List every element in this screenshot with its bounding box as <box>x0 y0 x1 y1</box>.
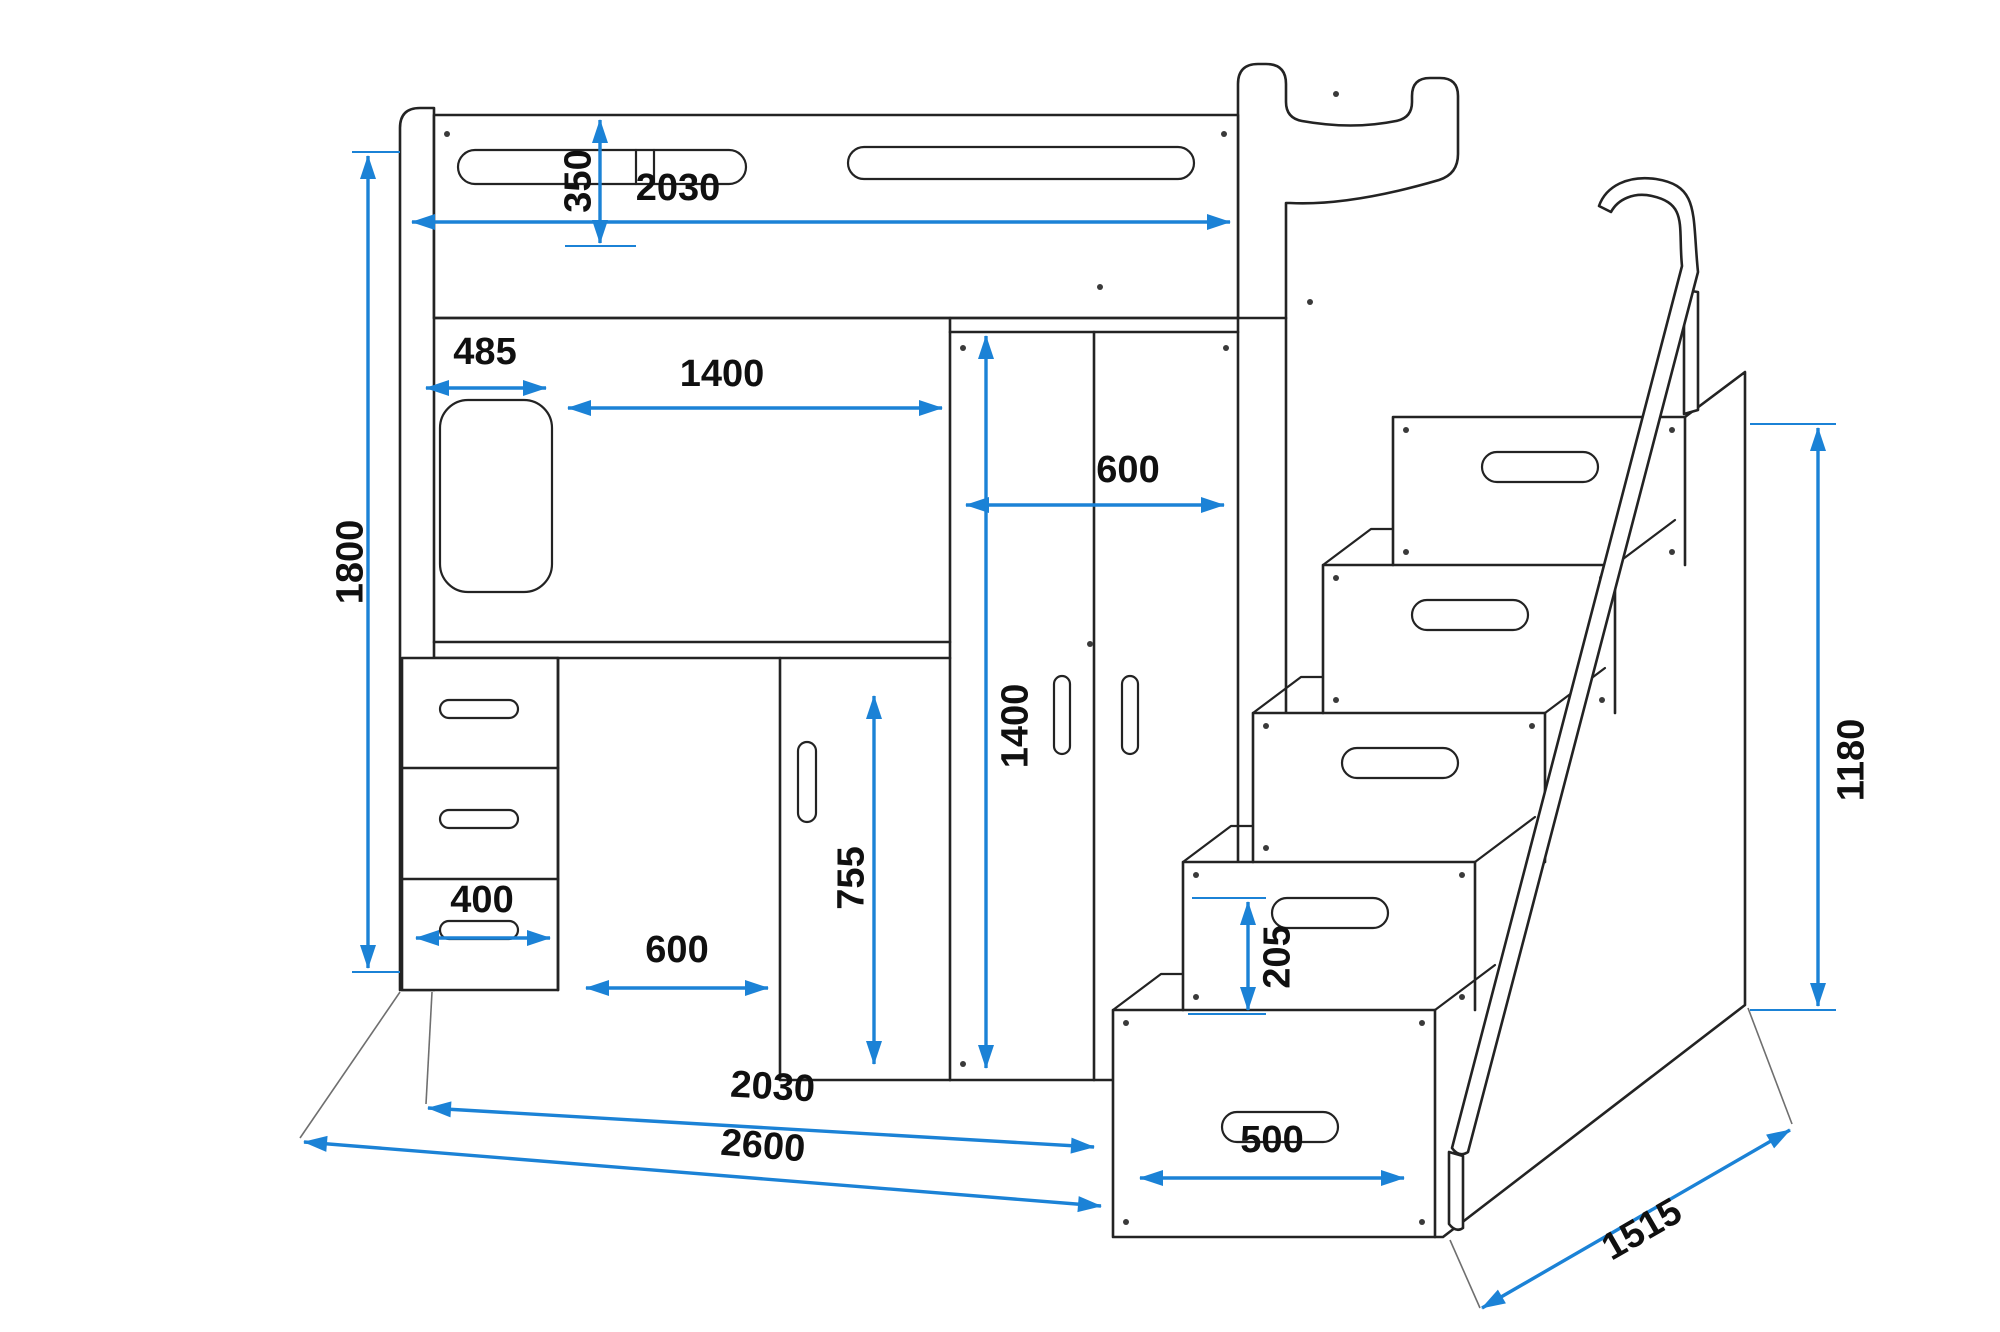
dim-total-height: 1800 <box>329 151 400 973</box>
dim-staircase-height-label: 1180 <box>1830 719 1872 801</box>
dim-under-desk-clearance: 755 <box>830 695 882 1065</box>
dim-desk-width: 1400 <box>567 353 943 416</box>
drawer-handle-1 <box>438 698 520 720</box>
dim-total-height-label: 1800 <box>329 520 371 605</box>
drawer-handle-2 <box>438 808 520 830</box>
dim-head-shelf-depth: 485 <box>425 331 547 396</box>
dim-wardrobe-height-label: 1400 <box>994 684 1036 769</box>
dim-guard-rail-height: 350 <box>557 119 636 247</box>
projection-depth-back <box>1747 1007 1793 1125</box>
guard-rail-slot-right <box>846 145 1196 181</box>
step1-depth-line <box>1433 963 1497 1012</box>
step2-depth-line <box>1473 815 1537 864</box>
projection-base-left <box>425 991 433 1105</box>
drawer-unit-body <box>400 656 560 992</box>
dim-step-rise: 205 <box>1188 897 1298 1015</box>
step2-handle <box>1270 896 1390 930</box>
handrail <box>1447 176 1700 1232</box>
dim-desk-width-label: 1400 <box>680 353 765 395</box>
dim-bed-length: 2030 <box>411 167 1231 230</box>
desk-cabinet <box>556 656 952 1082</box>
drawer-unit <box>400 656 560 992</box>
bed-front-rail <box>432 113 1240 320</box>
projection-lines <box>299 991 1793 1309</box>
dim-wardrobe-height: 1400 <box>978 335 1036 1069</box>
step4-handle <box>1410 598 1530 632</box>
step3-tread-sliver <box>1251 675 1325 715</box>
staircase-silhouette <box>1111 370 1747 1239</box>
staircase <box>1111 370 1747 1239</box>
dim-guard-rail-height-label: 350 <box>557 149 599 212</box>
step1-tread-sliver <box>1111 972 1185 1012</box>
dim-base-length-label: 2030 <box>729 1064 816 1111</box>
dim-staircase-height: 1180 <box>1750 423 1872 1011</box>
dim-wardrobe-width-label: 600 <box>1096 449 1159 491</box>
dim-step-rise-label: 205 <box>1256 925 1298 988</box>
projection-depth-front <box>1449 1239 1481 1309</box>
desk-hutch <box>432 398 952 660</box>
wardrobe-handle-right <box>1120 674 1140 756</box>
handrail-bottom-post <box>1447 1150 1465 1232</box>
cabinet-door-handle <box>796 740 818 824</box>
dim-bed-length-label: 2030 <box>636 167 721 209</box>
dim-kneehole-width: 600 <box>585 929 769 996</box>
dim-drawer-unit-width-label: 400 <box>450 879 513 921</box>
dim-overall-length-label: 2600 <box>719 1122 807 1171</box>
step2-tread-sliver <box>1181 824 1255 864</box>
dim-kneehole-width-label: 600 <box>645 929 708 971</box>
dim-drawer-unit-width: 400 <box>415 879 551 946</box>
step4-tread-sliver <box>1321 527 1395 567</box>
step3-handle <box>1340 746 1460 780</box>
dim-overall-length: 2600 <box>303 1122 1102 1213</box>
headboard-panel <box>1236 62 1460 320</box>
projection-overall-left <box>299 991 401 1139</box>
fitting-dots-steps <box>1123 427 1675 1225</box>
side-cutout-opening <box>438 398 554 594</box>
step4-depth-line <box>1613 518 1677 567</box>
wardrobe-handle-left <box>1052 674 1072 756</box>
handrail-rail <box>1450 176 1700 1156</box>
step1-handle <box>1220 1110 1340 1144</box>
dim-under-desk-clearance-label: 755 <box>830 846 872 909</box>
dim-overall-depth-label: 1515 <box>1595 1190 1689 1269</box>
dim-bottom-step-width: 500 <box>1139 1119 1405 1186</box>
dim-wardrobe-width: 600 <box>965 449 1225 513</box>
step5-handle <box>1480 450 1600 484</box>
dim-bottom-step-width-label: 500 <box>1240 1119 1303 1161</box>
dim-head-shelf-depth-label: 485 <box>453 331 516 373</box>
